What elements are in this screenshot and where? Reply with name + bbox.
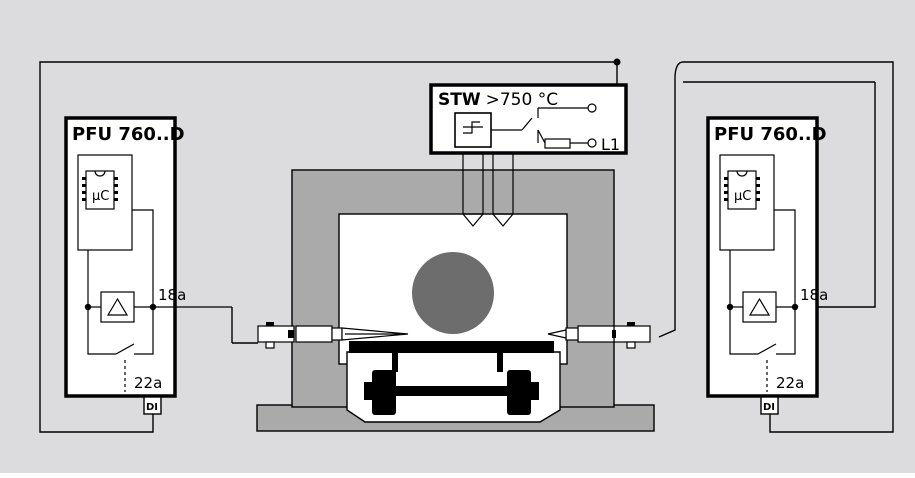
wire-junction-dot xyxy=(613,58,621,66)
stw-box: STW>750 °C L1 xyxy=(429,83,628,155)
controller-left: PFU 760..D µC 18a 22a DI xyxy=(64,116,233,415)
terminal-18a-label: 18a xyxy=(800,286,828,304)
controller-left-title: PFU 760..D xyxy=(72,124,185,145)
workpiece xyxy=(412,252,494,334)
chip-icon xyxy=(724,170,760,210)
chip-label: µC xyxy=(92,189,109,204)
stw-supply-label: L1 xyxy=(601,135,620,154)
stw-terminal-top xyxy=(587,103,597,113)
digital-input-tag xyxy=(760,396,779,415)
delta-icon xyxy=(748,297,771,316)
stw-label: STW>750 °C xyxy=(438,90,558,110)
controller-right: PFU 760..D µC 18a 22a DI xyxy=(706,116,828,415)
cart-platform xyxy=(349,341,554,353)
terminal-22a-label: 22a xyxy=(776,374,804,392)
digital-input-label: DI xyxy=(763,402,775,413)
chip-icon xyxy=(82,170,118,210)
chip-label: µC xyxy=(734,189,751,204)
amplifier-box xyxy=(742,291,777,323)
amplifier-box xyxy=(100,291,135,323)
burner-left xyxy=(232,322,409,349)
furnace xyxy=(256,148,655,432)
thermocouple-probes xyxy=(462,148,514,227)
digital-input-tag xyxy=(143,396,162,415)
delta-icon xyxy=(106,297,129,316)
cart-wheels xyxy=(364,370,539,415)
digital-input-label: DI xyxy=(146,402,158,413)
terminal-18a-label: 18a xyxy=(158,286,186,304)
flame-right xyxy=(547,329,567,339)
controller-right-title: PFU 760..D xyxy=(714,124,827,145)
terminal-22a-label: 22a xyxy=(134,374,162,392)
stw-threshold-symbol xyxy=(454,112,492,148)
fuse-symbol xyxy=(544,138,571,149)
outer-wiring xyxy=(39,58,894,433)
burner-right xyxy=(547,322,651,349)
stw-terminal-l1 xyxy=(587,138,597,148)
